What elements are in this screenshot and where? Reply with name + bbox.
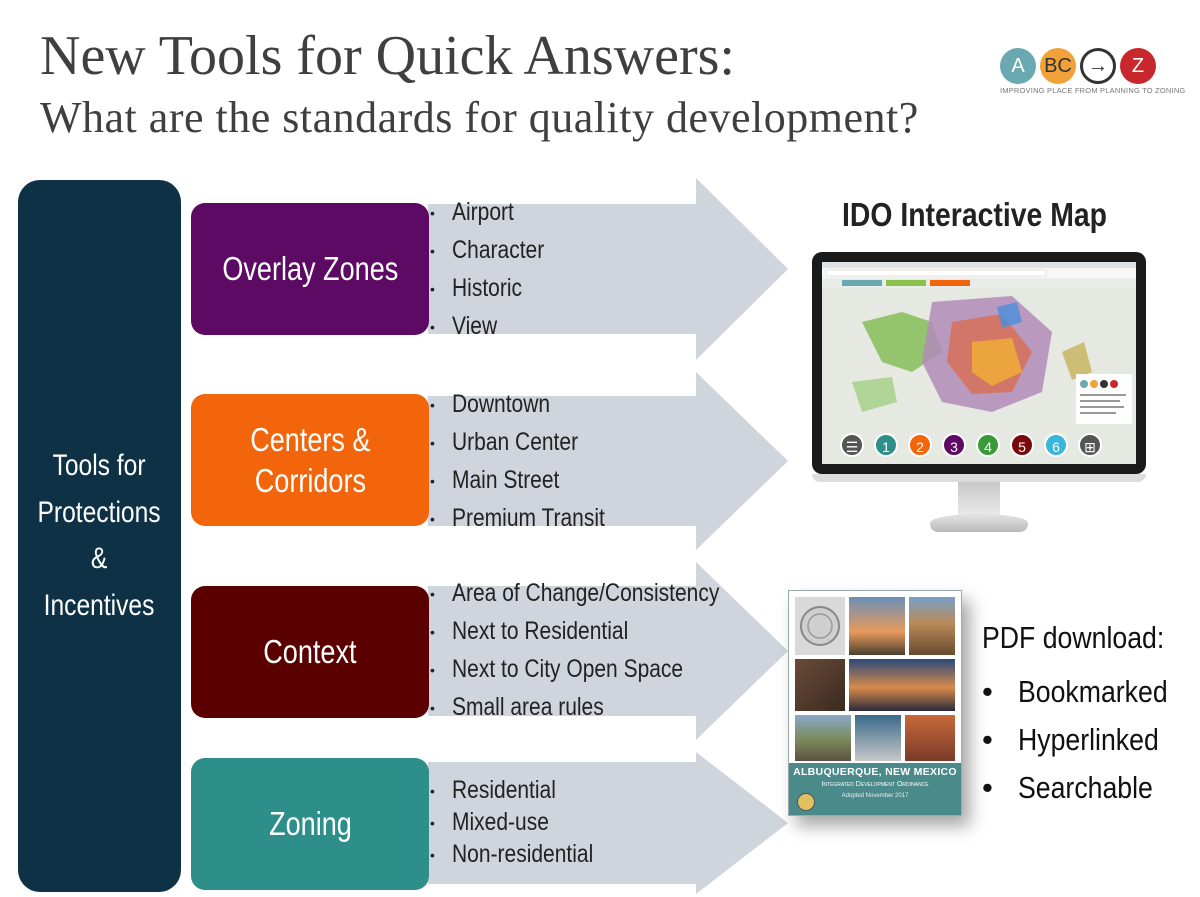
building-photo	[909, 597, 955, 655]
mural-photo	[855, 715, 901, 761]
list-item: •Searchable	[982, 770, 1153, 805]
list-item: •Premium Transit	[430, 504, 605, 532]
map-button-4[interactable]: 4	[976, 433, 1000, 457]
overlay-zones-box: Overlay Zones	[191, 203, 429, 335]
list-item: •Next to Residential	[430, 617, 629, 645]
arrow-context	[428, 562, 788, 740]
list-item: •Residential	[430, 776, 556, 804]
logo-letters-bc: BC	[1040, 48, 1076, 84]
monitor-base	[930, 514, 1028, 532]
list-item: •Historic	[430, 274, 523, 302]
list-item: •Non-residential	[430, 840, 594, 868]
map-button-5[interactable]: 5	[1010, 433, 1034, 457]
list-item: •Urban Center	[430, 428, 579, 456]
street-photo	[795, 715, 851, 761]
pdf-features-list: •Bookmarked •Hyperlinked •Searchable	[982, 668, 1192, 812]
monitor-stand	[958, 482, 1000, 516]
map-button-3[interactable]: 3	[942, 433, 966, 457]
zoning-list: •Residential •Mixed-use •Non-residential	[430, 774, 620, 870]
list-item: •Small area rules	[430, 693, 604, 721]
sunset-photo	[849, 597, 905, 655]
centers-corridors-list: •Downtown •Urban Center •Main Street •Pr…	[430, 385, 634, 537]
petroglyph-photo	[795, 659, 845, 711]
centers-corridors-label: Centers & Corridors	[249, 420, 371, 499]
list-item: •Area of Change/Consistency	[430, 579, 720, 607]
tools-panel-label: Tools for Protections & Incentives	[37, 449, 162, 622]
document-city: ALBUQUERQUE, NEW MEXICO	[793, 766, 957, 778]
map-screen: ☰ 1 2 3 4 5 6 ⊞	[822, 262, 1136, 464]
tools-panel: Tools for Protections & Incentives	[18, 180, 181, 892]
zoning-box: Zoning	[191, 758, 429, 890]
map-menu-icon[interactable]: ☰	[840, 433, 864, 457]
map-button-2[interactable]: 2	[908, 433, 932, 457]
list-item: •Airport	[430, 198, 514, 226]
document-name: Integrated Development Ordinance	[821, 781, 929, 788]
ido-document-cover: ALBUQUERQUE, NEW MEXICO Integrated Devel…	[788, 590, 962, 816]
document-adopted: Adopted November 2017	[841, 793, 909, 799]
arrow-zoning	[428, 752, 788, 894]
map-title: IDO Interactive Map	[842, 196, 1107, 233]
list-item: •View	[430, 312, 498, 340]
centers-corridors-box: Centers & Corridors	[191, 394, 429, 526]
city-night-photo	[849, 659, 955, 711]
cover-band	[789, 763, 961, 815]
monitor-chin	[812, 474, 1146, 482]
city-seal-icon	[797, 793, 815, 811]
list-item: •Downtown	[430, 390, 551, 418]
logo-arrow-icon: →	[1080, 48, 1116, 84]
pdf-heading: PDF download:	[982, 620, 1165, 655]
context-box: Context	[191, 586, 429, 718]
slide-title: New Tools for Quick Answers:	[40, 25, 735, 87]
context-list: •Area of Change/Consistency •Next to Res…	[430, 574, 770, 726]
zoning-label: Zoning	[268, 805, 352, 843]
list-item: •Next to City Open Space	[430, 655, 684, 683]
list-item: •Mixed-use	[430, 808, 549, 836]
overlay-zones-list: •Airport •Character •Historic •View	[430, 193, 562, 345]
logo-letter-a: A	[1000, 48, 1036, 84]
abc-z-logo: A BC → Z IMPROVING PLACE FROM PLANNING T…	[1000, 48, 1185, 98]
list-item: •Main Street	[430, 466, 560, 494]
adobe-photo	[905, 715, 955, 761]
map-grid-icon[interactable]: ⊞	[1078, 433, 1102, 457]
context-label: Context	[263, 633, 357, 671]
map-button-1[interactable]: 1	[874, 433, 898, 457]
monitor-illustration: ☰ 1 2 3 4 5 6 ⊞	[812, 252, 1146, 474]
arrow-overlay-zones	[428, 178, 788, 360]
list-item: •Character	[430, 236, 545, 264]
slide-subtitle: What are the standards for quality devel…	[40, 93, 919, 142]
city-seal-photo	[795, 597, 845, 655]
arrow-centers-corridors	[428, 372, 788, 550]
logo-letter-z: Z	[1120, 48, 1156, 84]
list-item: •Bookmarked	[982, 674, 1168, 709]
overlay-zones-label: Overlay Zones	[222, 250, 398, 288]
logo-tagline: IMPROVING PLACE FROM PLANNING TO ZONING	[1000, 86, 1186, 95]
list-item: •Hyperlinked	[982, 722, 1159, 757]
map-button-6[interactable]: 6	[1044, 433, 1068, 457]
